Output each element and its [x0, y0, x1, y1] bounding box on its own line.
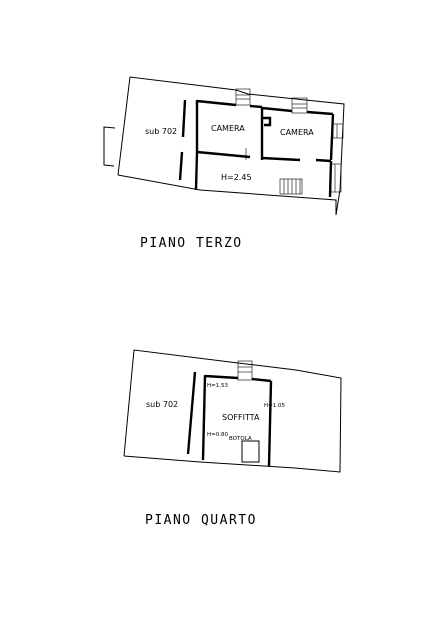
plan-piano-quarto: sub 702 SOFFITTA BOTOLA H=1.53 H=1.05 H=… [123, 349, 342, 528]
room-label-sub: sub 702 [145, 127, 177, 136]
window-top-2 [291, 97, 308, 114]
window-east-1 [332, 123, 344, 139]
room-label-botola: BOTOLA [229, 436, 252, 442]
soffitta-top-wall-2 [251, 377, 272, 383]
floor-title-quarto: PIANO QUARTO [145, 513, 257, 528]
window-east-2 [330, 163, 342, 193]
window-top-1 [235, 88, 251, 106]
camera-left-top-wall [196, 99, 237, 107]
height-label-1: H=1.53 [207, 383, 228, 389]
stairs [279, 178, 303, 195]
soffitta-left-wall [201, 374, 207, 461]
soffitta-right-wall [267, 380, 273, 467]
sub-partition-upper [181, 99, 187, 138]
sub-partition-lower [178, 151, 184, 181]
room-label-soffitta: SOFFITTA [222, 413, 260, 422]
camera-right-bottom-wall-2 [315, 158, 332, 163]
camera-right-notch [262, 116, 272, 127]
room-label-camera-right: CAMERA [280, 128, 314, 137]
room-label-camera-left: CAMERA [211, 124, 245, 133]
camera-right-bottom-wall [261, 156, 301, 162]
plan-piano-terzo: sub 702 CAMERA CAMERA H=2.45 PIANO TERZO [103, 76, 345, 251]
window-top [237, 360, 253, 381]
soffitta-top-wall [204, 374, 239, 380]
camera-right-walls [261, 106, 293, 113]
outer-wall [117, 76, 345, 216]
camera-right-top-wall [306, 110, 334, 116]
room-height-label: H=2.45 [221, 173, 252, 182]
height-label-3: H=0.80 [207, 432, 228, 438]
camera-right-right-wall [329, 113, 335, 161]
floor-title-terzo: PIANO TERZO [140, 236, 243, 251]
corridor-left-wall [194, 151, 199, 191]
room-label-sub: sub 702 [146, 400, 178, 409]
camera-left-top-wall-2 [249, 104, 263, 109]
height-label-2: H=1.05 [264, 403, 285, 409]
sub-partition [186, 371, 197, 455]
outer-wall [123, 349, 342, 473]
west-bump [103, 126, 116, 167]
botola-hatch [241, 440, 260, 463]
